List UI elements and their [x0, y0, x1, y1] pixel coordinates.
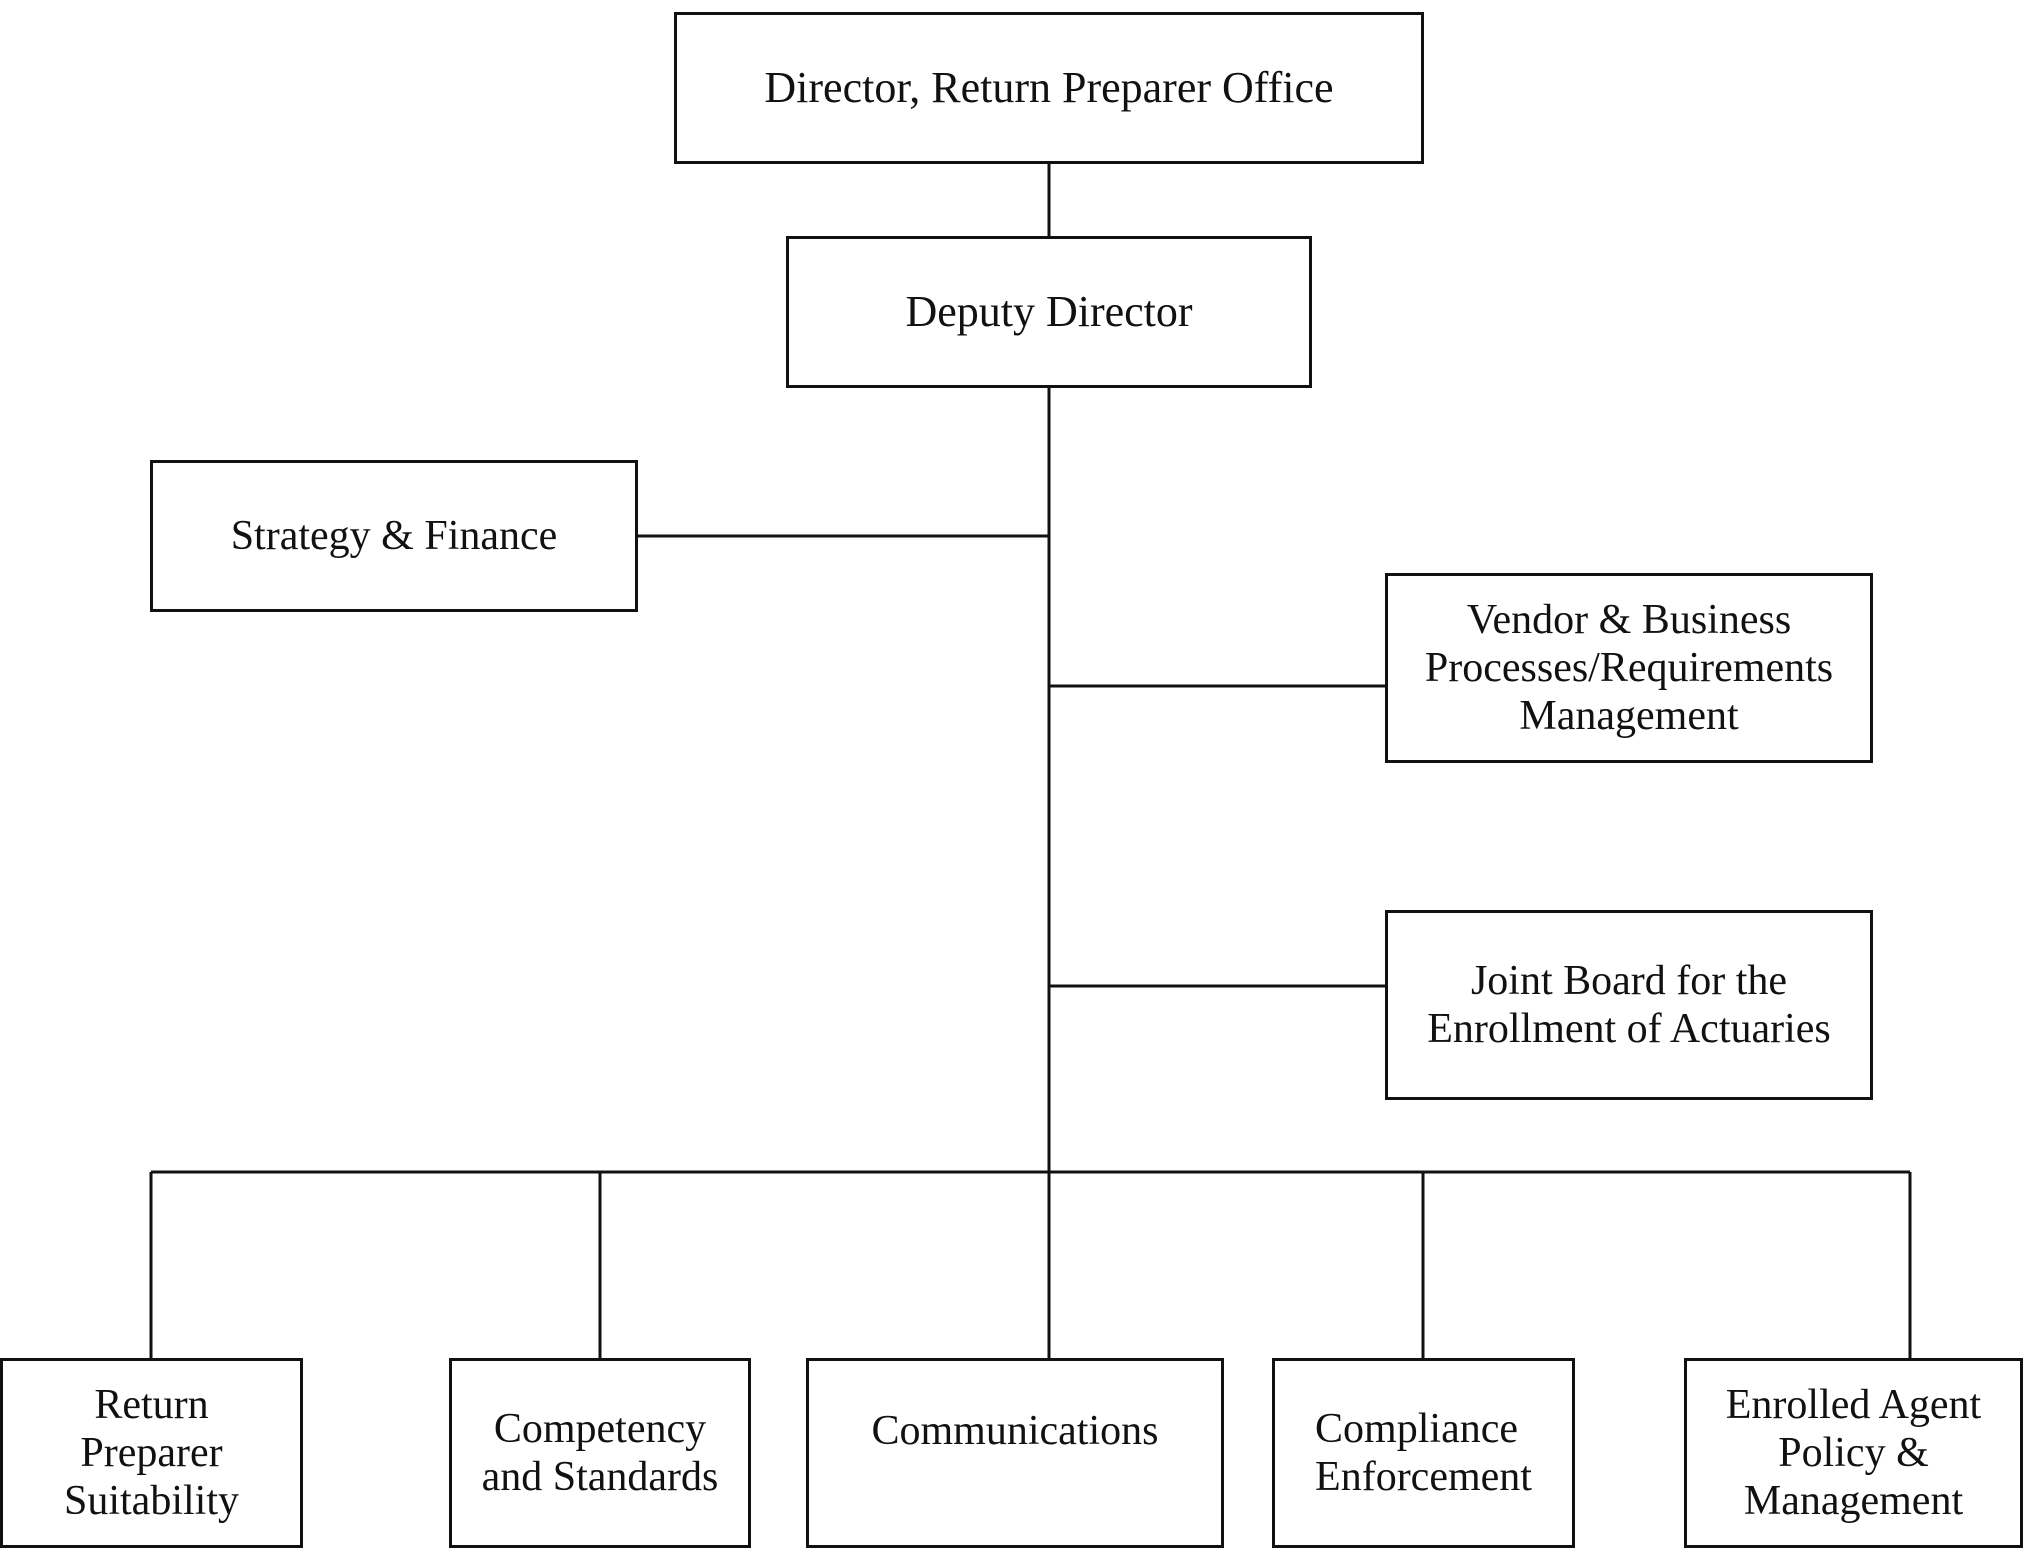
compliance-enforcement-box: Compliance Enforcement: [1272, 1358, 1575, 1548]
strategy-finance-box: Strategy & Finance: [150, 460, 638, 612]
strategy-finance-label: Strategy & Finance: [230, 513, 558, 559]
enrolled-agent-box: Enrolled Agent Policy & Management: [1684, 1358, 2023, 1548]
director-label: Director, Return Preparer Office: [764, 63, 1334, 112]
compliance-enforcement-label: Compliance Enforcement: [1315, 1406, 1532, 1500]
deputy-director-box: Deputy Director: [786, 236, 1312, 388]
joint-board-label: Joint Board for the Enrollment of Actuar…: [1427, 958, 1831, 1052]
vendor-business-box: Vendor & Business Processes/Requirements…: [1385, 573, 1873, 763]
competency-standards-box: Competency and Standards: [449, 1358, 751, 1548]
communications-label: Communications: [871, 1408, 1159, 1454]
return-preparer-suitability-label: Return Preparer Suitability: [63, 1382, 239, 1524]
communications-box: Communications: [806, 1358, 1224, 1548]
deputy-director-label: Deputy Director: [905, 287, 1193, 336]
return-preparer-suitability-box: Return Preparer Suitability: [0, 1358, 303, 1548]
competency-standards-label: Competency and Standards: [481, 1406, 719, 1500]
joint-board-box: Joint Board for the Enrollment of Actuar…: [1385, 910, 1873, 1100]
director-box: Director, Return Preparer Office: [674, 12, 1424, 164]
vendor-business-label: Vendor & Business Processes/Requirements…: [1424, 597, 1834, 739]
enrolled-agent-label: Enrolled Agent Policy & Management: [1725, 1382, 1982, 1524]
